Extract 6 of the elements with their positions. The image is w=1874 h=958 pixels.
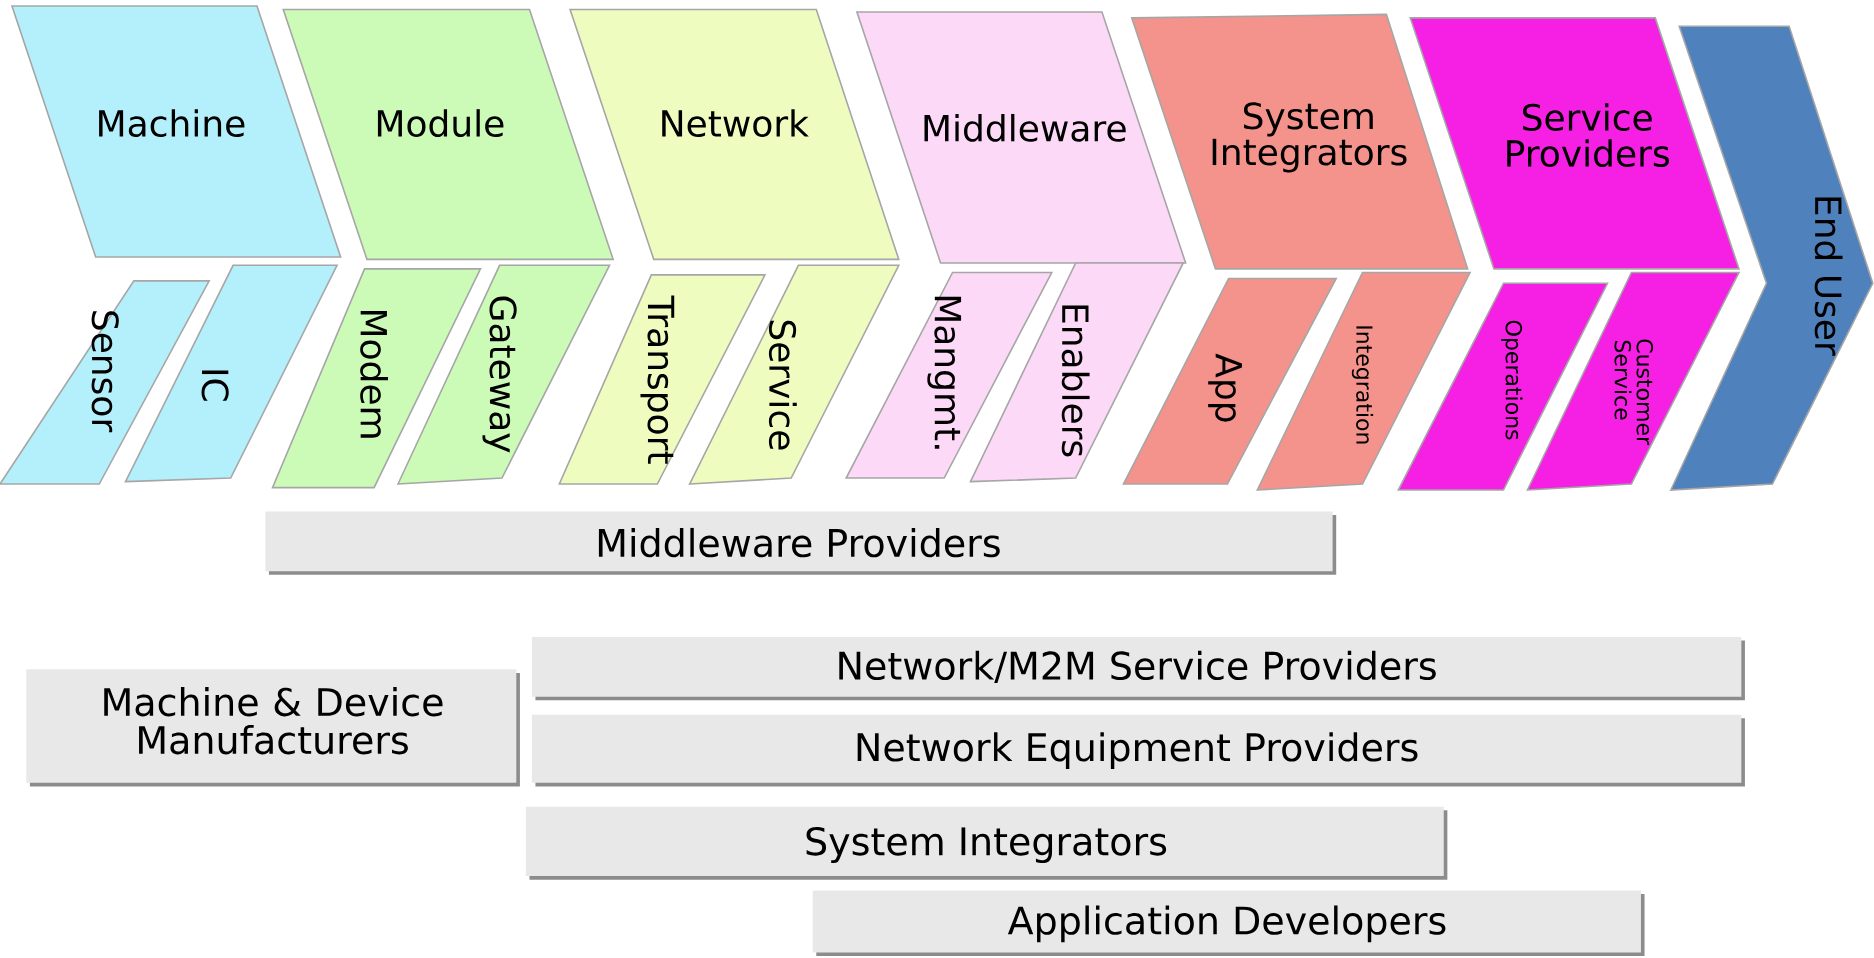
role-bar: Network Equipment Providers xyxy=(531,714,1745,787)
role-bar: System Integrators xyxy=(525,806,1448,880)
role-bar: Network/M2M Service Providers xyxy=(531,637,1745,701)
role-bar: Middleware Providers xyxy=(265,511,1337,575)
role-bar: Application Developers xyxy=(812,890,1645,957)
role-bar: Machine & Device Manufacturers xyxy=(26,669,520,787)
